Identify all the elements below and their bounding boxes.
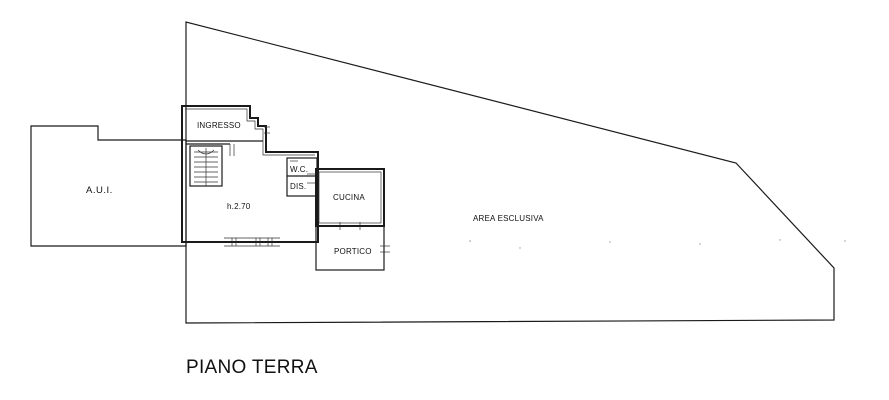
label-dis: DIS. [290,182,306,191]
portico-room [315,225,390,271]
label-portico: PORTICO [334,247,372,256]
scan-specks [469,239,846,249]
label-cucina: CUCINA [333,193,365,202]
house-walls [181,105,319,247]
label-wc: W.C. [290,165,308,174]
floor-title: PIANO TERRA [186,357,318,378]
staircase [189,145,223,187]
label-height: h.2.70 [227,202,251,211]
label-ingresso: INGRESSO [197,121,241,130]
area-esclusiva-boundary [185,21,835,324]
aui-boundary [30,125,187,247]
label-aui: A.U.I. [86,185,113,196]
label-area-esclusiva: AREA ESCLUSIVA [473,214,544,223]
